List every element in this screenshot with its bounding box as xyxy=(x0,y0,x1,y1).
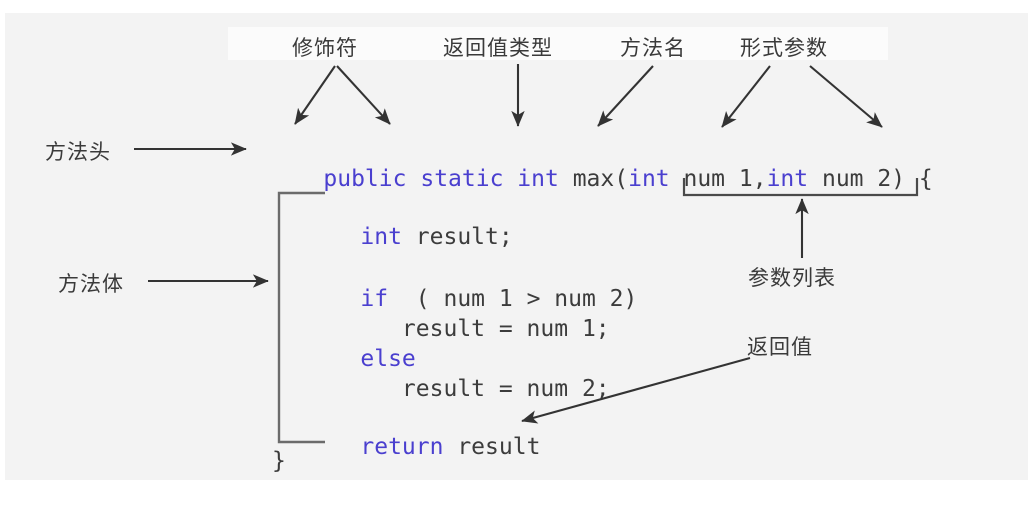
token-else-assign: result = num 2; xyxy=(360,376,610,402)
label-method-body: 方法体 xyxy=(58,273,124,296)
token-static: static xyxy=(420,166,504,192)
token-num1: num 1, xyxy=(669,166,767,192)
token-else: else xyxy=(360,346,416,372)
token-space-1 xyxy=(406,166,420,192)
label-return-type: 返回值类型 xyxy=(443,37,553,60)
token-int-param1: int xyxy=(628,166,670,192)
token-if-expr: ( num 1 > num 2) xyxy=(388,286,638,312)
token-max-open: max( xyxy=(558,166,629,192)
top-label-band xyxy=(228,27,888,60)
token-result-decl: result; xyxy=(401,224,513,250)
code-line-return: return result xyxy=(305,408,540,486)
token-int-result: int xyxy=(360,224,402,250)
label-method-name: 方法名 xyxy=(620,37,686,60)
token-return: return xyxy=(360,434,444,460)
code-line-else: else xyxy=(305,320,416,398)
label-return-value: 返回值 xyxy=(747,336,813,359)
label-parameter-list: 参数列表 xyxy=(748,267,836,290)
token-return-value: result xyxy=(443,434,541,460)
label-method-header: 方法头 xyxy=(45,141,111,164)
code-closing-brace: } xyxy=(272,448,286,474)
code-line-declare-result: int result; xyxy=(305,198,513,276)
code-line-if-condition: if ( num 1 > num 2) xyxy=(305,260,637,338)
token-public: public xyxy=(323,166,407,192)
token-int-param2: int xyxy=(766,166,809,192)
code-line-if-assign: result = num 1; xyxy=(305,290,610,368)
token-if: if xyxy=(360,286,389,312)
label-formal-parameters: 形式参数 xyxy=(740,37,828,60)
token-if-assign: result = num 1; xyxy=(360,316,610,342)
token-num2-close: num 2) { xyxy=(808,166,933,192)
token-int-return: int xyxy=(517,166,559,192)
label-modifier: 修饰符 xyxy=(292,37,358,60)
token-space-2 xyxy=(503,166,517,192)
